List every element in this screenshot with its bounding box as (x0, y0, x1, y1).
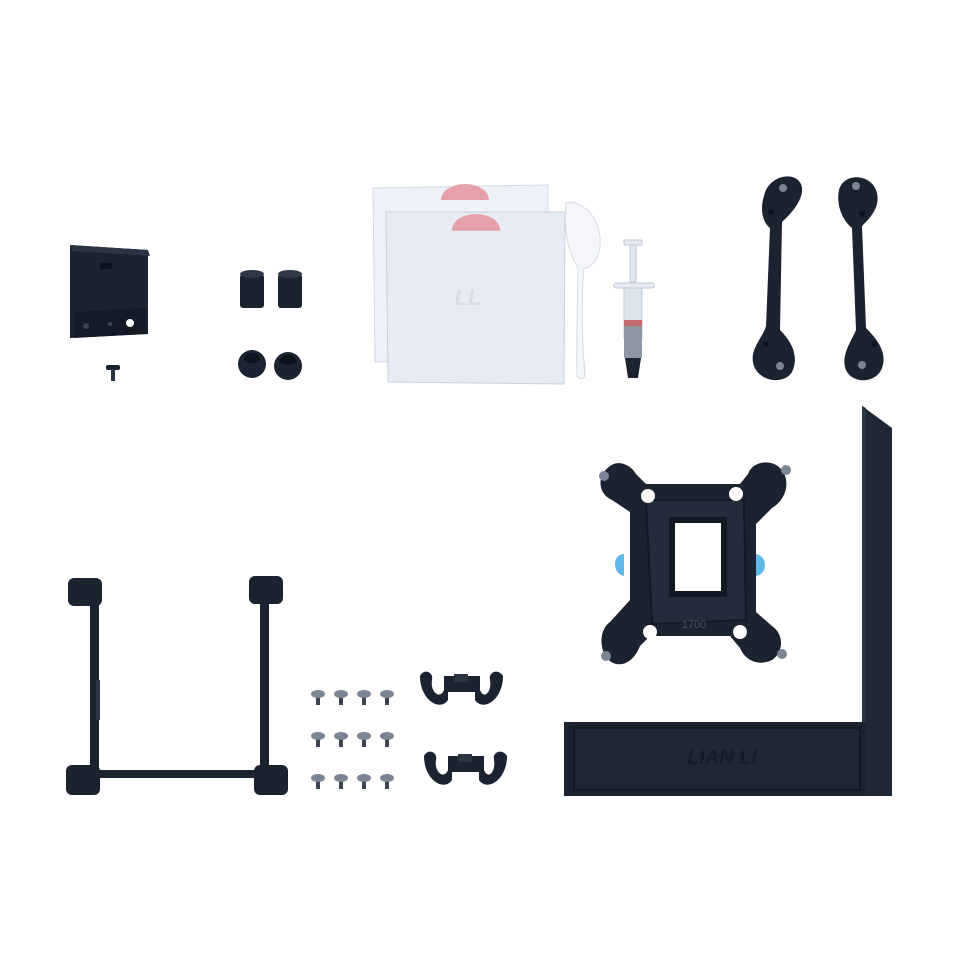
nut (238, 350, 302, 380)
screw (334, 732, 348, 747)
screw (334, 690, 348, 705)
screw (311, 732, 325, 747)
tube-clip (420, 671, 503, 705)
screw-grid (311, 690, 394, 789)
socket-engraving: 1700 (682, 619, 706, 631)
thermal-paste-syringe (613, 239, 655, 378)
screw (357, 774, 371, 789)
svg-text:LL: LL (455, 285, 482, 310)
l-bracket-panel: LIAN LI (564, 406, 892, 796)
screw (380, 732, 394, 747)
bracket-screw (106, 365, 120, 381)
screw (357, 690, 371, 705)
mounting-bracket-left (752, 176, 803, 381)
tube-clip (424, 751, 507, 785)
backplate: 1700 (599, 462, 791, 665)
screw (357, 732, 371, 747)
screw (380, 774, 394, 789)
standoff (240, 270, 302, 308)
screw (380, 690, 394, 705)
brand-engraving: LIAN LI (687, 747, 757, 769)
screw (311, 690, 325, 705)
screw (311, 774, 325, 789)
spatula (564, 201, 601, 380)
thermal-sheet-front: LL (385, 211, 566, 385)
mounting-bracket-right (838, 177, 884, 381)
retention-frame (66, 576, 288, 795)
fan-bracket (70, 245, 150, 338)
screw (334, 774, 348, 789)
